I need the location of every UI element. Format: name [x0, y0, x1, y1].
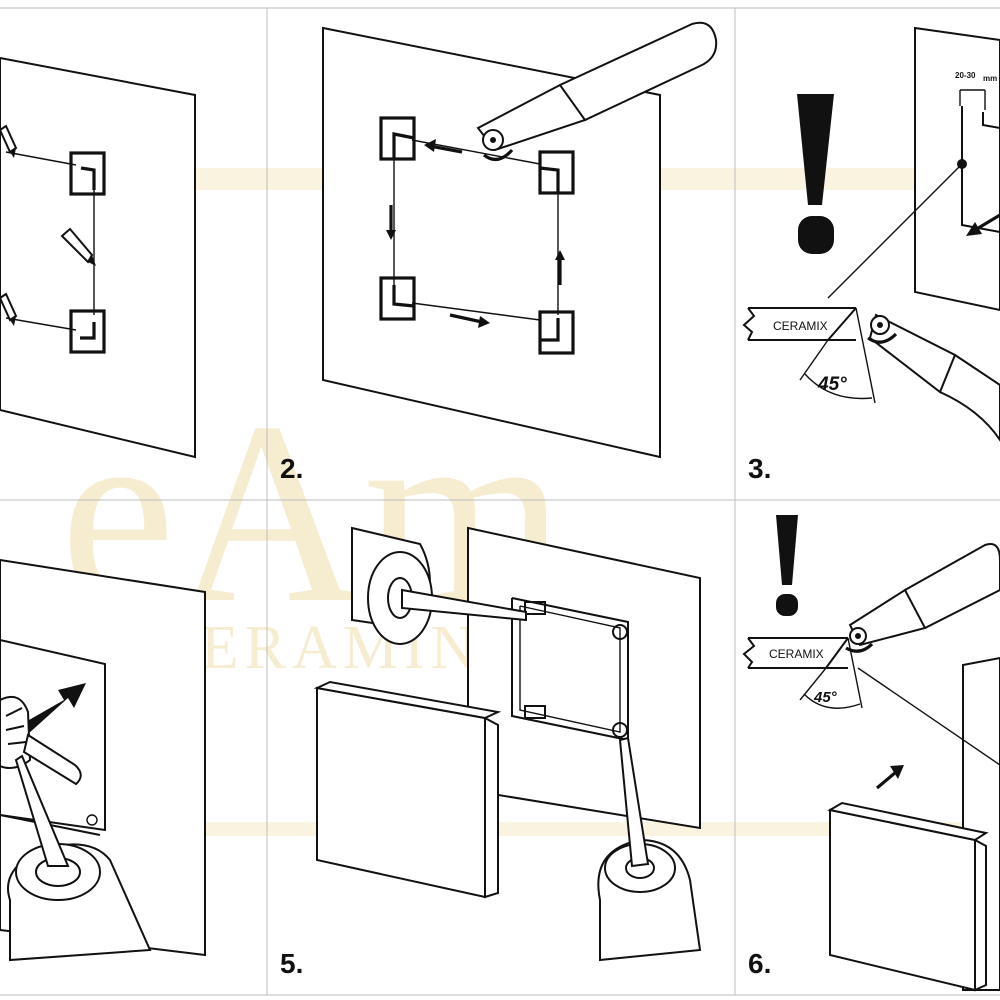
pencil-icon	[0, 124, 18, 158]
pencil-icon	[60, 227, 96, 266]
step-number: 2.	[280, 453, 303, 484]
glass-cutter-icon	[845, 543, 1000, 653]
wall-sheet	[467, 526, 701, 830]
step-number: 6.	[748, 948, 771, 979]
step-6-panel: CERAMIX 45° 6.	[742, 515, 1000, 992]
arrow-icon	[22, 683, 86, 734]
exclamation-icon	[776, 515, 798, 616]
angle-label: 45°	[813, 689, 838, 706]
gap-unit: mm	[983, 74, 997, 83]
watermark-band-bottom	[0, 822, 1000, 836]
corner-mark-top-left	[379, 116, 416, 161]
ceramix-section: CERAMIX	[742, 637, 849, 669]
silicone-tube-icon	[597, 736, 702, 962]
scraper-icon	[0, 696, 82, 786]
step-number: 5.	[280, 948, 303, 979]
step-number: 3.	[748, 453, 771, 484]
arrow-icon	[875, 765, 904, 790]
ceramix-label: CERAMIX	[769, 647, 824, 661]
corner-mark-top	[69, 151, 106, 196]
wall-sheet	[0, 56, 196, 459]
panel-grid	[0, 7, 1000, 996]
corner-mark-bottom-right	[538, 310, 575, 355]
arrow-icon	[966, 213, 1000, 236]
pencil-icon	[0, 292, 18, 326]
arrow-icon	[555, 250, 565, 285]
mirror-tile-icon	[313, 680, 502, 899]
step-5-panel: 5.	[280, 526, 702, 979]
exclamation-icon	[797, 94, 834, 254]
arrow-icon	[424, 139, 463, 154]
silicone-tube-icon	[7, 754, 152, 962]
step-3-panel: 20-30 mm CERAMIX 45°	[742, 26, 1000, 484]
step-2-panel: 2.	[280, 21, 718, 484]
corner-mark-bottom-left	[379, 276, 416, 321]
silicone-tube-icon	[351, 526, 527, 645]
arrow-icon	[449, 313, 490, 328]
step-1-panel	[0, 56, 196, 459]
ceramix-label: CERAMIX	[773, 319, 828, 333]
arrow-icon	[386, 205, 396, 240]
corner-mark-top-right	[538, 150, 575, 195]
corner-mark-bottom	[69, 309, 106, 354]
gap-label: 20-30	[955, 71, 976, 80]
mirror-tile-icon	[827, 801, 989, 992]
step-4-panel	[0, 558, 206, 962]
angle-label: 45°	[817, 374, 847, 395]
ceramix-section: CERAMIX	[742, 307, 857, 341]
glass-cutter-icon	[867, 313, 1000, 442]
glass-cutter-icon	[476, 21, 718, 162]
